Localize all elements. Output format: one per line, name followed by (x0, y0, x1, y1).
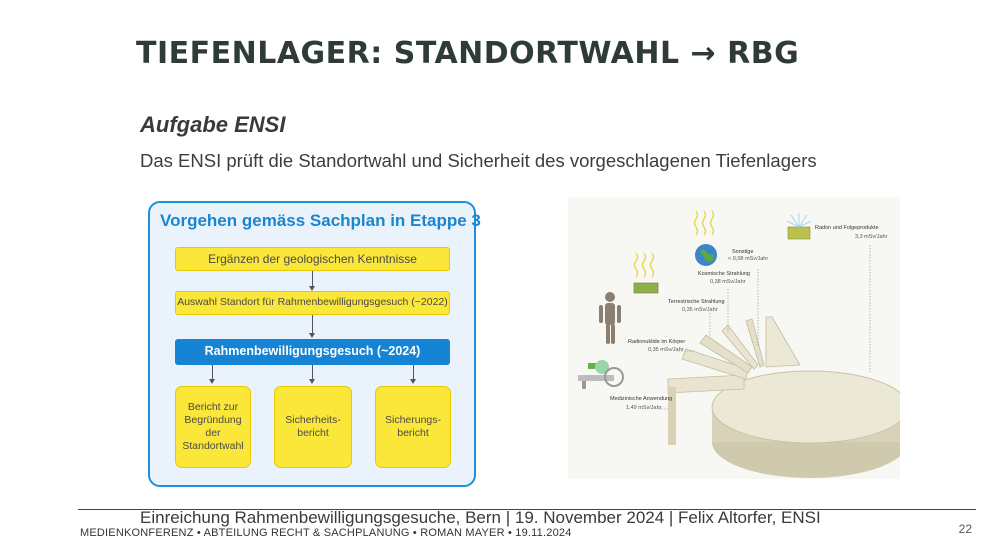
terrestrial-label: Terrestrische Strahlung (668, 299, 725, 305)
slice-medical-side (668, 387, 676, 445)
flow-arrow-card-1 (209, 365, 215, 384)
ground-icon (633, 282, 659, 294)
medical-value: 1,49 mSv/Jahr (626, 405, 662, 411)
footer-event-text: Einreichung Rahmenbewilligungsgesuche, B… (140, 508, 821, 527)
radon-value: 3,3 mSv/Jahr (855, 234, 888, 240)
cosmic-label: Kosmische Strahlung (698, 271, 750, 277)
footer-meta: MEDIENKONFERENZ • ABTEILUNG RECHT & SACH… (80, 527, 572, 539)
flow-panel: Vorgehen gemäss Sachplan in Etappe 3 Erg… (148, 201, 481, 487)
flow-arrow-card-3 (410, 365, 416, 384)
flow-panel-title: Vorgehen gemäss Sachplan in Etappe 3 (160, 211, 481, 230)
human-body-icon (599, 292, 621, 344)
flow-card-safety-report: Sicherheits-bericht (274, 386, 352, 468)
flow-step-site-selection: Auswahl Standort für Rahmenbewilligungsg… (175, 291, 450, 315)
other-value: < 0,08 mSv/Jahr (728, 256, 768, 262)
slide-subtitle: Aufgabe ENSI (140, 112, 286, 137)
page-number: 22 (958, 522, 972, 536)
flow-arrow-1 (309, 271, 315, 291)
slice-radon (765, 316, 801, 368)
terrestrial-value: 0,35 mSv/Jahr (682, 307, 718, 313)
flow-step-application: Rahmenbewilligungsgesuch (~2024) (175, 339, 450, 365)
medical-label: Medizinische Anwendung (610, 396, 672, 402)
flow-card-security-report: Sicherungs-bericht (375, 386, 451, 468)
radiation-illustration: Radon und Folgeprodukte 3,3 mSv/Jahr Son… (568, 197, 909, 479)
slide-description: Das ENSI prüft die Standortwahl und Sich… (140, 150, 817, 171)
cosmic-rays-icon (693, 210, 715, 236)
slide-title: TIEFENLAGER: STANDORTWAHL → RBG (136, 36, 800, 71)
slice-body (681, 348, 749, 380)
flow-arrow-2 (309, 315, 315, 338)
radiation-pie-svg: Radon und Folgeprodukte 3,3 mSv/Jahr Son… (578, 210, 909, 478)
radon-rays-icon (786, 213, 812, 228)
slice-cosmic (721, 324, 759, 370)
medical-scanner-icon (578, 360, 624, 389)
flow-card-site-report: Bericht zur Begründung der Standortwahl (175, 386, 251, 468)
slice-other (745, 318, 765, 368)
body-value: 0,35 mSv/Jahr (648, 347, 684, 353)
flow-arrow-card-2 (309, 365, 315, 384)
house-icon (787, 226, 811, 240)
other-label: Sonstige (732, 249, 753, 255)
cosmic-value: 0,38 mSv/Jahr (710, 279, 746, 285)
slice-terrestrial (699, 334, 753, 374)
terrestrial-rays-icon (633, 252, 655, 278)
flow-step-geology: Ergänzen der geologischen Kenntnisse (175, 247, 450, 271)
body-label: Radionuklide im Körper (628, 339, 685, 345)
radon-label: Radon und Folgeprodukte (815, 225, 879, 231)
footer-divider (78, 509, 976, 510)
